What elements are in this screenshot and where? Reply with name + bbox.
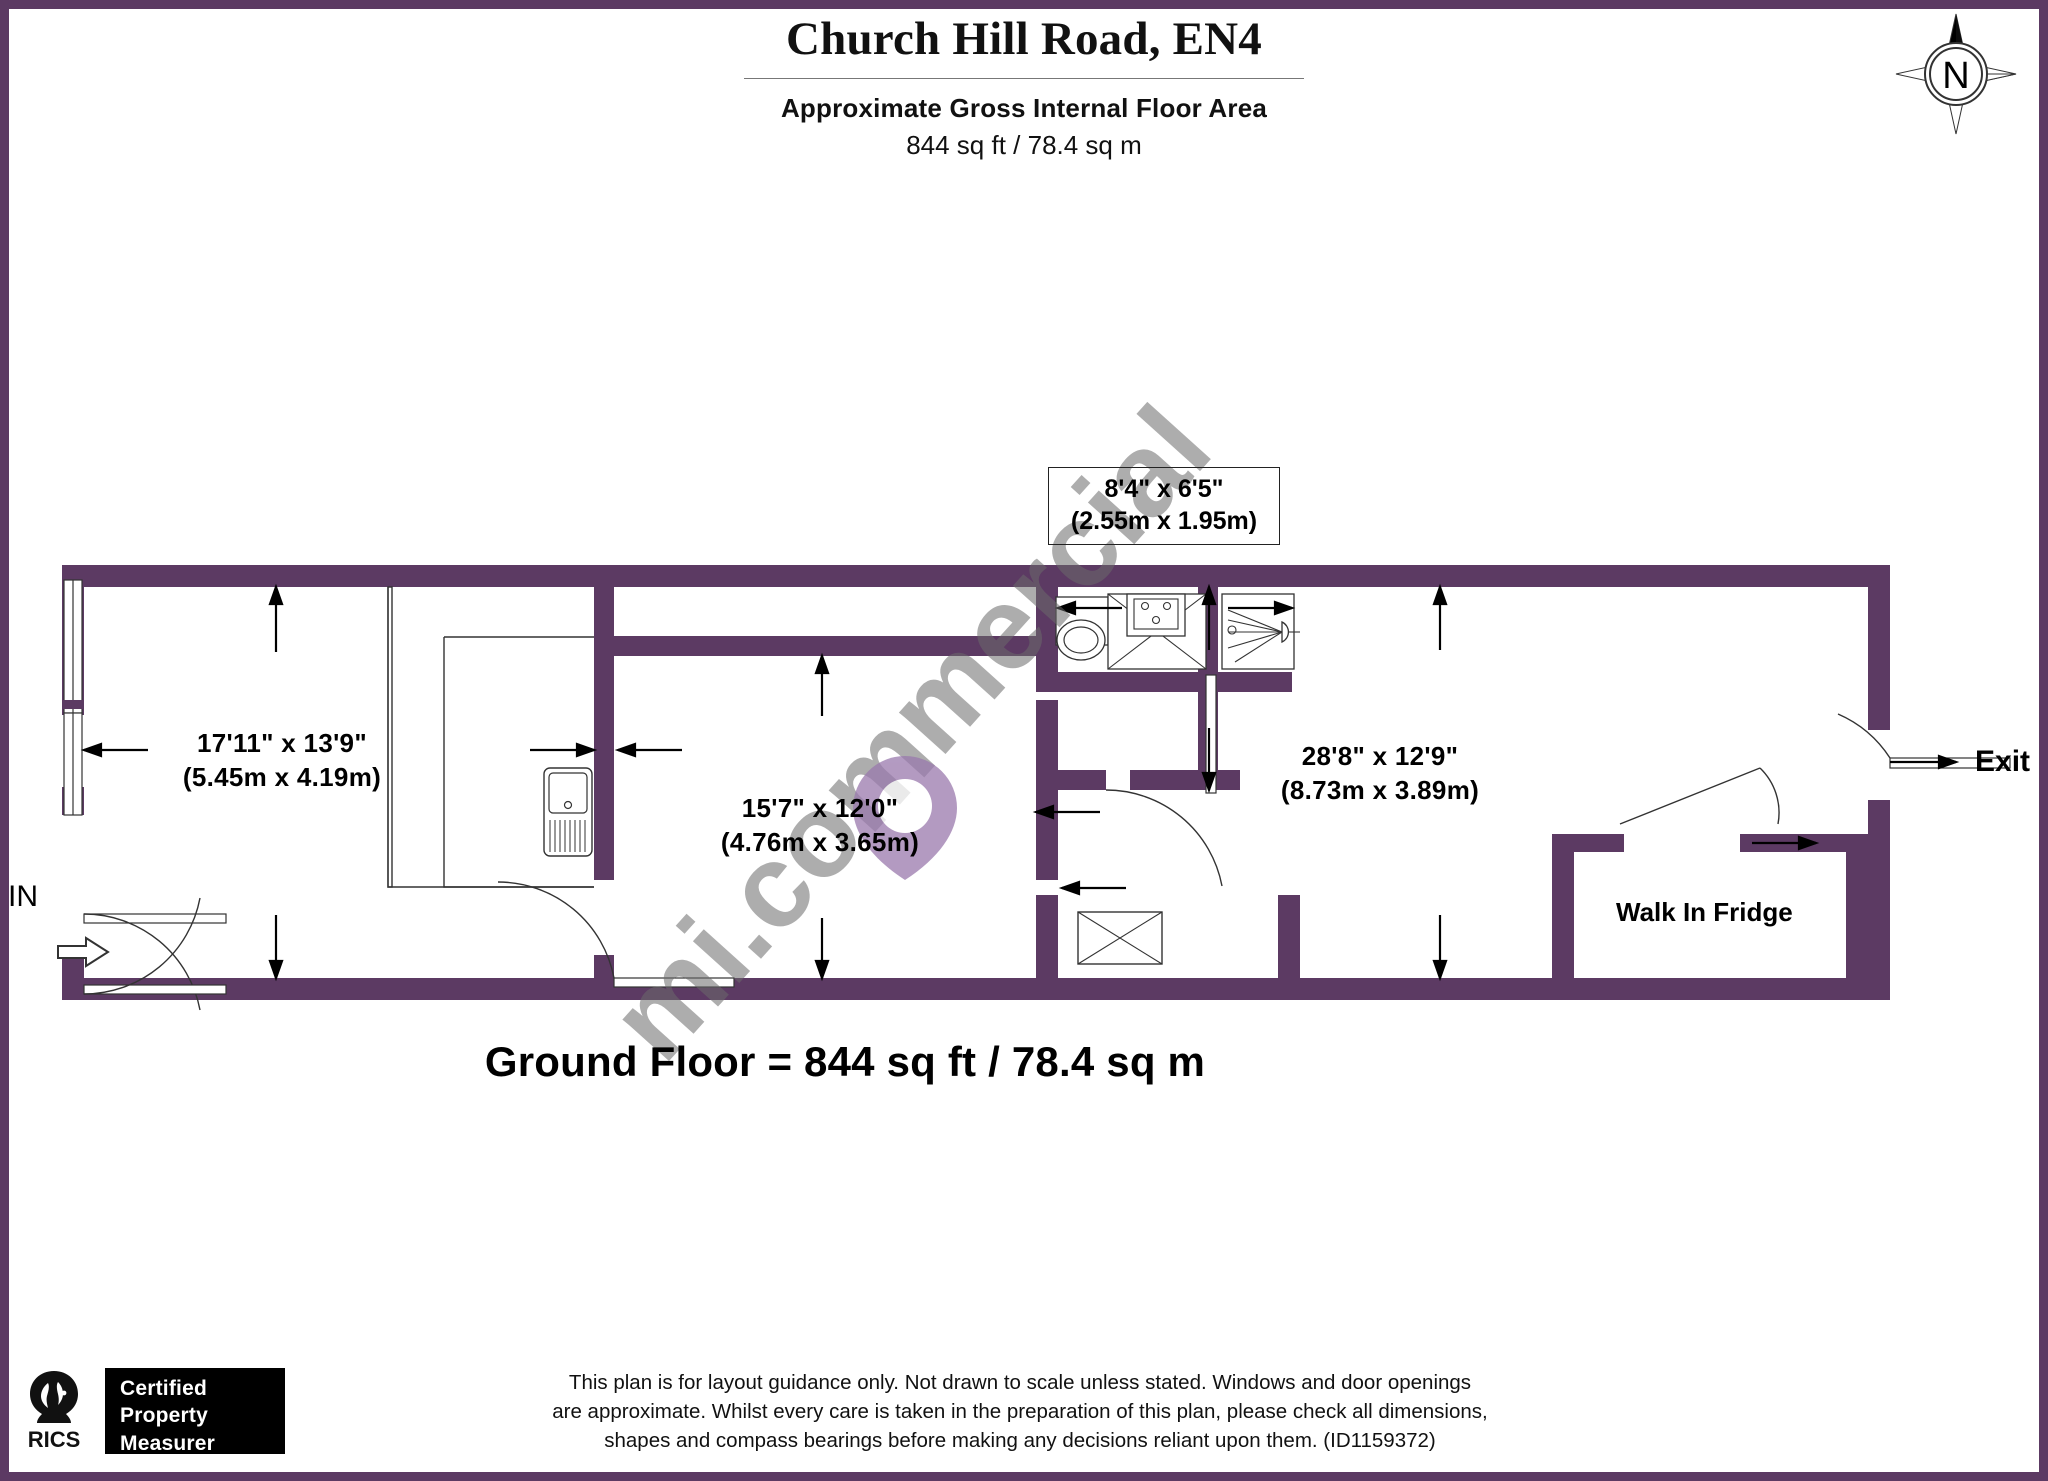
room-label-wc-boxed: 8'4" x 6'5" (2.55m x 1.95m) (1048, 467, 1280, 545)
badge-line-1: Certified (120, 1377, 207, 1400)
north-compass-rose: N (1892, 10, 2020, 138)
walk-in-fridge-enclosure (1552, 834, 1868, 980)
exit-label: Exit (1975, 745, 2031, 778)
plan-header: Church Hill Road, EN4 Approximate Gross … (0, 12, 2048, 161)
room-label-rear-room: 28'8" x 12'9" (8.73m x 3.89m) (1190, 740, 1570, 808)
certified-property-measurer-badge: Certified Property Measurer (105, 1368, 285, 1455)
rear-room-imperial: 28'8" x 12'9" (1301, 741, 1459, 771)
in-label: IN (8, 880, 38, 913)
disclaimer-line-3: shapes and compass bearings before makin… (604, 1429, 1436, 1453)
rear-room-metric: (8.73m x 3.89m) (1280, 774, 1480, 805)
middle-room-imperial: 15'7" x 12'0" (741, 793, 899, 823)
rics-logo: RICS (28, 1371, 81, 1452)
front-room-imperial: 17'11" x 13'9" (197, 728, 367, 758)
compass-north-letter: N (1942, 55, 1969, 97)
room-label-front-room: 17'11" x 13'9" (5.45m x 4.19m) (122, 727, 442, 795)
front-room-metric: (5.45m x 4.19m) (182, 761, 382, 792)
page-title: Church Hill Road, EN4 (785, 13, 1263, 65)
middle-room-metric: (4.76m x 3.65m) (720, 826, 920, 857)
area-value: 844 sq ft / 78.4 sq m (906, 130, 1142, 161)
wc-metric: (2.55m x 1.95m) (1070, 507, 1258, 535)
dimension-arrows (80, 583, 1960, 982)
disclaimer-text: This plan is for layout guidance only. N… (430, 1368, 1610, 1455)
wc-fixtures (1055, 593, 1300, 670)
in-arrow-icon (57, 936, 110, 968)
wc-imperial: 8'4" x 6'5" (1104, 475, 1224, 503)
middle-room-fitting (1077, 911, 1163, 965)
disclaimer-line-2: are approximate. Whilst every care is ta… (552, 1400, 1488, 1424)
floor-total-caption: Ground Floor = 844 sq ft / 78.4 sq m (484, 1038, 1206, 1085)
rics-wordmark: RICS (28, 1427, 81, 1452)
front-room-fittings (387, 586, 594, 888)
area-caption: Approximate Gross Internal Floor Area (780, 93, 1268, 124)
window-left (62, 579, 84, 816)
title-divider (744, 78, 1304, 80)
room-label-middle-room: 15'7" x 12'0" (4.76m x 3.65m) (660, 792, 980, 860)
disclaimer-line-1: This plan is for layout guidance only. N… (568, 1371, 1472, 1394)
walk-in-fridge-label: Walk In Fridge (1616, 897, 1793, 927)
badge-line-3: Measurer (120, 1431, 215, 1455)
badge-line-2: Property (120, 1404, 208, 1428)
